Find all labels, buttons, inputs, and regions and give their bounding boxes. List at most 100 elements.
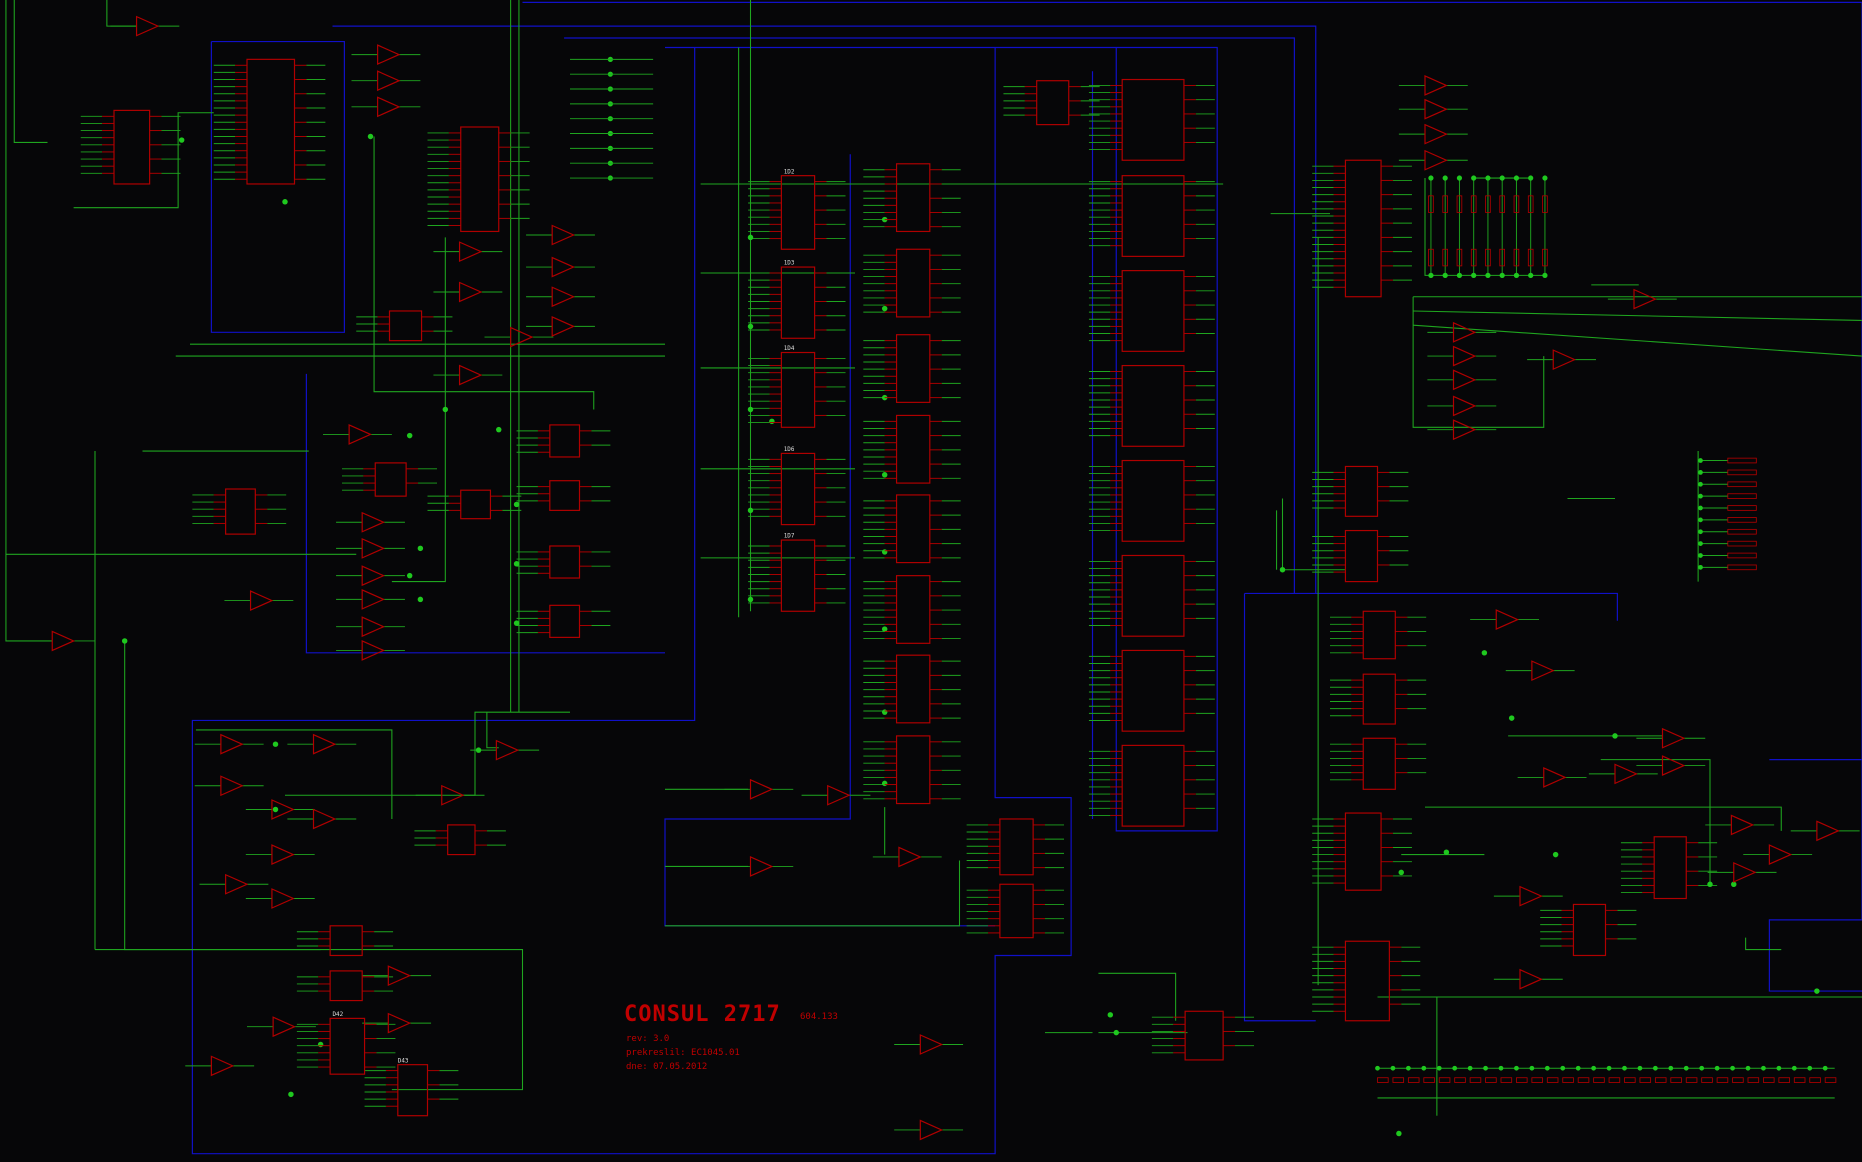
title-block-author: prekreslil: EC1045.01 [626,1048,740,1058]
buffer-gate [1424,123,1448,145]
junction [1113,1029,1119,1036]
chip-label: 1D2 [784,168,795,175]
wire [486,712,499,749]
ic-chip [999,818,1034,876]
junction [1731,881,1737,887]
ic-chip [1572,903,1607,957]
resistor [1727,528,1757,535]
junction [1575,1065,1581,1071]
frame-line [332,25,1317,594]
resistor [1793,1077,1806,1083]
buffer-gate [348,424,372,445]
ic-chip [895,575,931,644]
buffer-gate [919,1034,944,1055]
ic-chip [329,925,363,957]
buffer-gate [361,588,386,610]
junction [1428,175,1434,181]
junction [1552,851,1559,858]
junction [1544,1065,1550,1071]
junction [1471,272,1477,278]
ic-chip [1653,836,1687,900]
junction [747,323,754,330]
buffer-gate [1424,75,1448,96]
junction [1514,1065,1519,1071]
buffer-gate [1519,885,1543,907]
junction [513,561,520,567]
buffer-gate [312,733,337,755]
frame-line [1768,759,1862,992]
title-block-number: 604.133 [800,1012,838,1022]
junction [1456,175,1463,181]
junction [1428,272,1434,278]
junction [1485,175,1491,181]
ic-chip [999,883,1034,939]
resistor [1727,469,1757,476]
junction [1637,1065,1643,1071]
resistor [1778,1077,1790,1083]
junction [1698,529,1703,535]
ic-chip [895,334,931,403]
ic-chip [895,494,931,564]
frame-line [210,40,345,333]
buffer-gate [749,778,774,800]
resistor [1763,1077,1775,1083]
frame-line [191,47,1072,1155]
resistor [1456,195,1463,213]
resistor [1438,1077,1451,1083]
buffer-gate [220,775,244,797]
resistor [1513,248,1520,267]
buffer-gate [312,808,337,830]
buffer-gate [551,256,576,278]
ic-chip [246,58,296,185]
buffer-gate [271,888,295,909]
resistor [1562,1077,1574,1083]
title-block-date: dne: 07.05.2012 [626,1062,708,1072]
junction [272,741,279,747]
resistor [1469,1077,1482,1083]
frame-line [522,1,1862,761]
ic-chip [895,163,931,233]
chip-label: 1D3 [784,260,795,267]
ic-chip [549,424,581,458]
junction [1542,272,1548,278]
resistor [1546,1077,1559,1083]
wire [285,711,570,796]
junction [1698,505,1703,511]
frame-line [664,154,996,927]
ic-chip [1344,529,1379,583]
resistor [1516,1077,1528,1083]
buffer-gate [361,616,386,638]
junction [1730,1065,1735,1071]
ic-chip [895,654,931,724]
junction [513,620,520,626]
ic-chip [1121,459,1185,542]
buffer-gate [1543,767,1567,788]
buffer-gate [387,965,412,987]
buffer-gate [1452,395,1477,417]
resistor [1809,1077,1821,1083]
junction [1776,1065,1782,1071]
resistor [1454,1077,1466,1083]
chip-label: 1D7 [784,533,795,540]
resistor [1701,1077,1713,1083]
resistor [1470,195,1477,213]
junction [1107,1012,1114,1018]
wires [5,0,1862,1137]
junction [1483,1065,1488,1071]
junction [1683,1065,1689,1071]
buffer-gate [458,241,483,263]
resistor [1428,248,1434,267]
resistor [1542,248,1548,267]
junction [1791,1065,1797,1071]
buffer-gate [551,315,576,337]
buffer-gate [377,70,401,92]
junction [1698,553,1703,558]
buffer-gate [1424,149,1448,171]
buffer-gate [1424,98,1448,120]
buffer-gate [377,44,401,66]
resistor [1442,195,1448,213]
resistor [1685,1077,1698,1083]
title-block-title: CONSUL 2717 [624,1002,781,1027]
chip-label: 1D4 [784,345,795,352]
